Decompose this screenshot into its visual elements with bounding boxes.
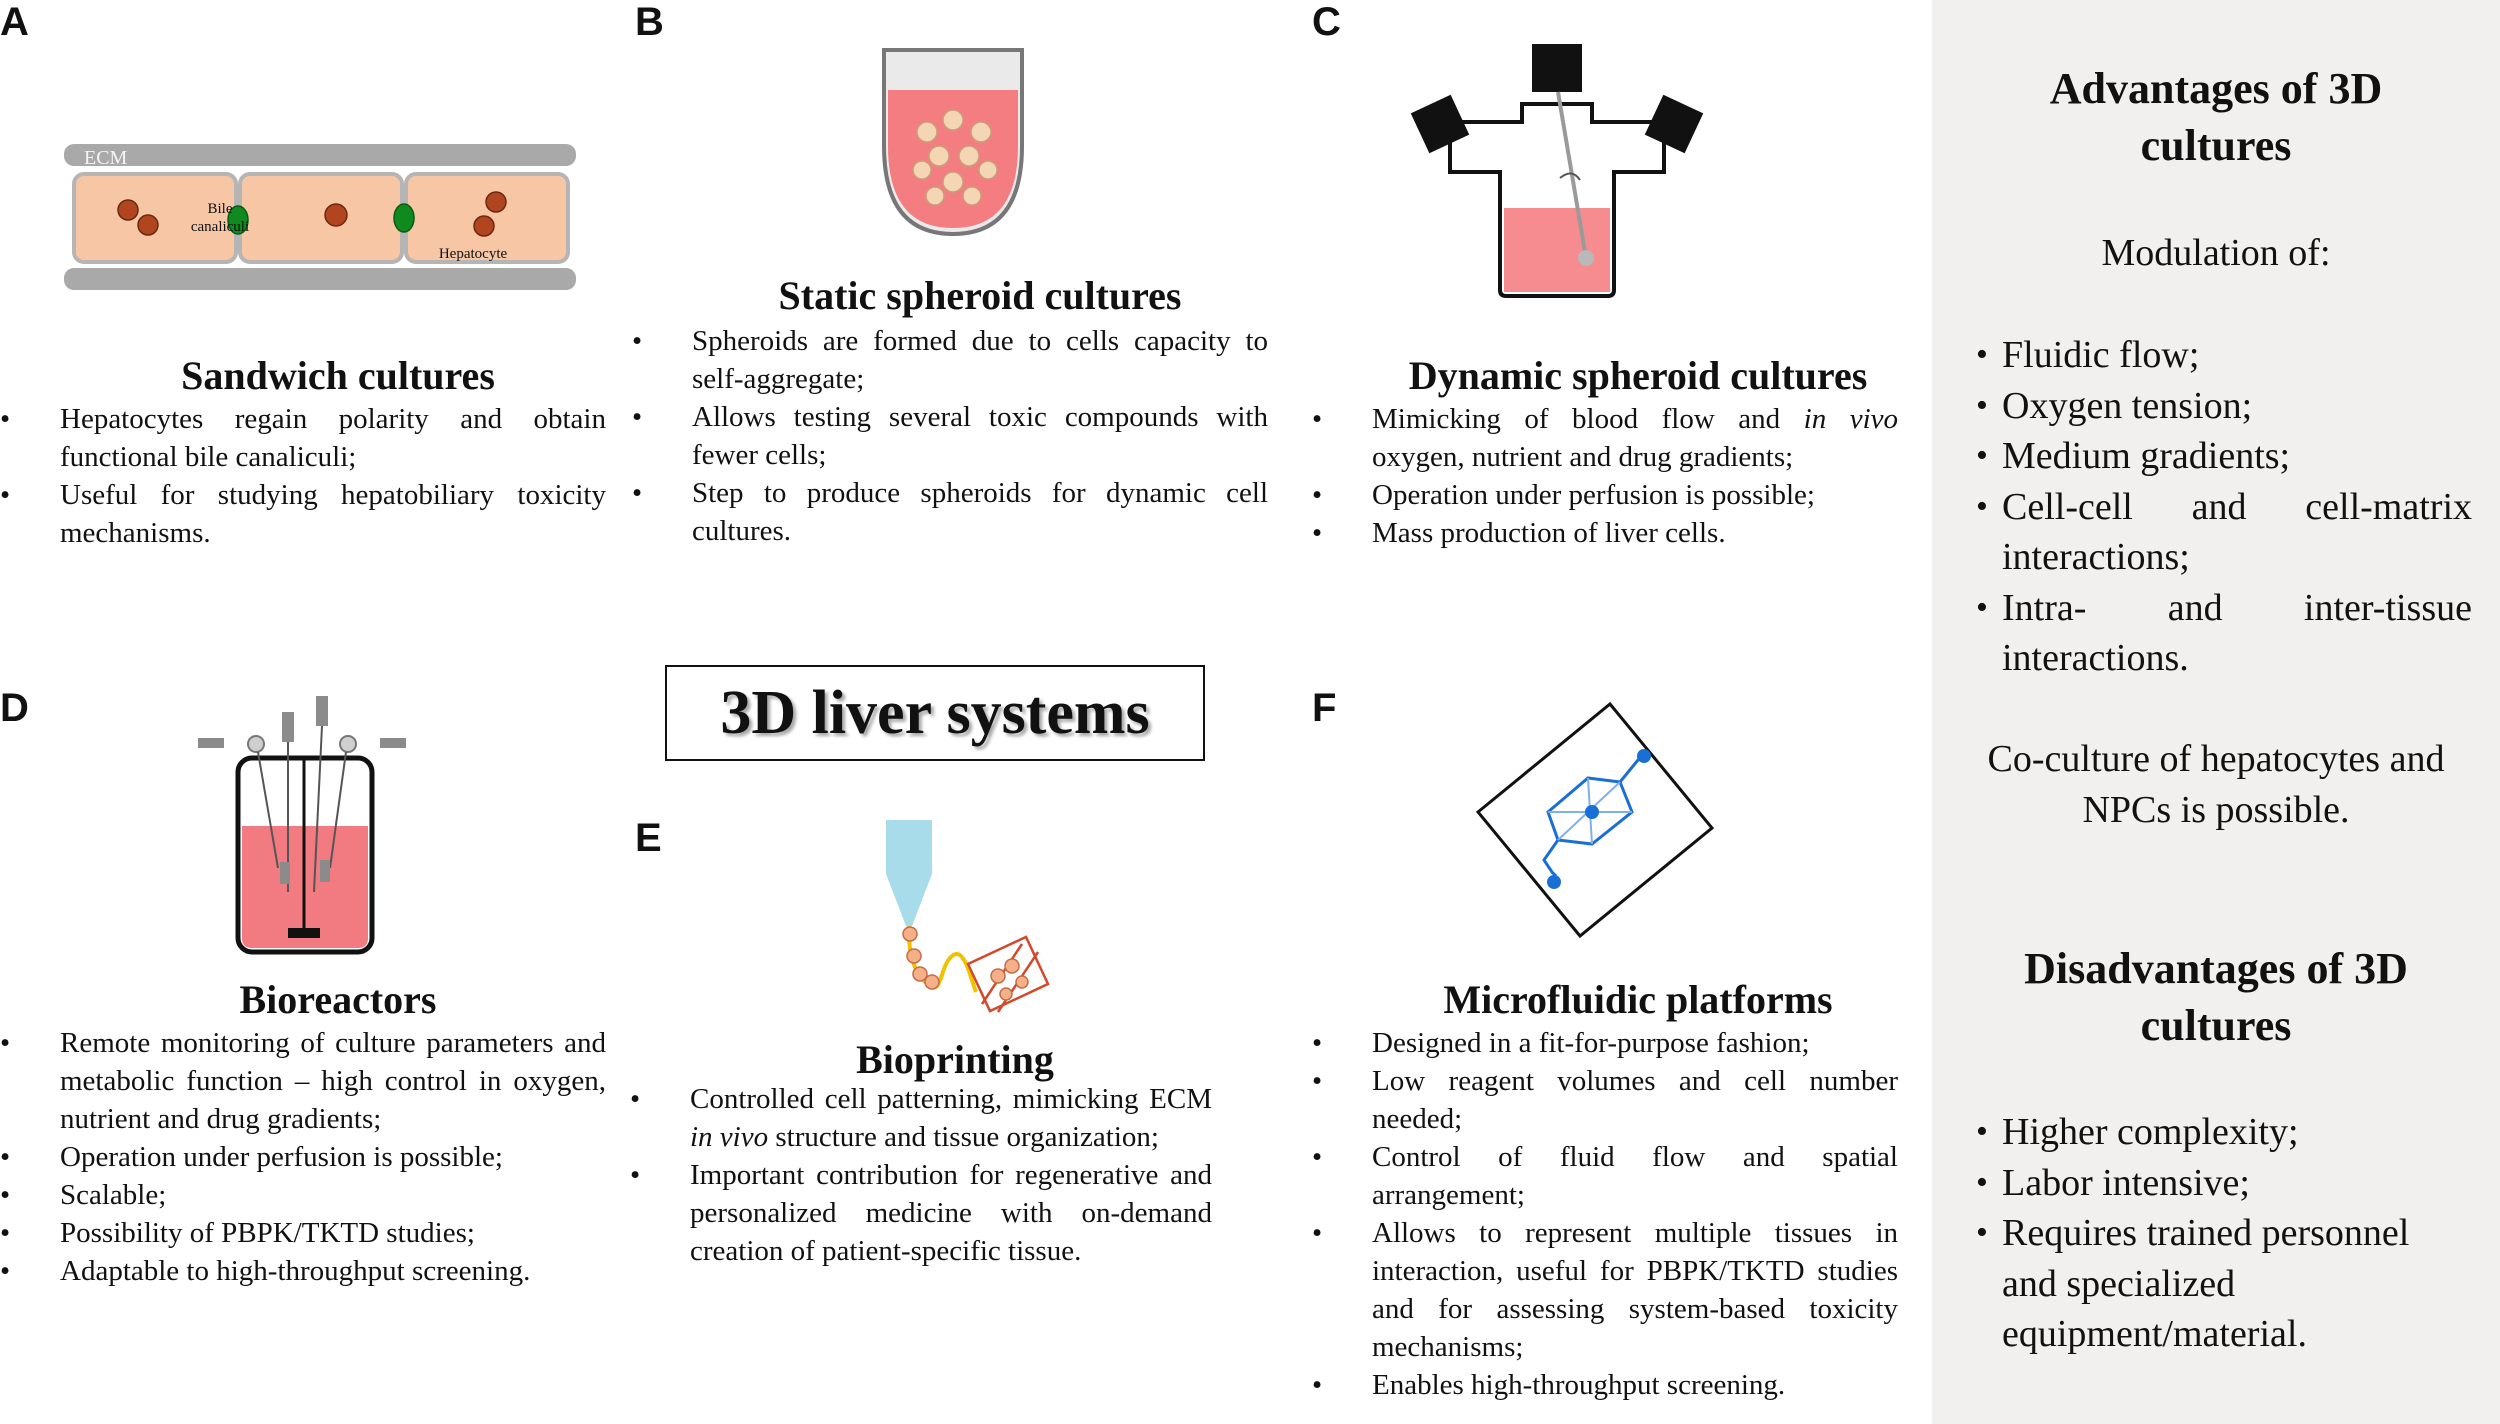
disadvantages-title: Disadvantages of 3D cultures — [2024, 944, 2408, 1050]
list-item: Possibility of PBPK/TKTD studies; — [0, 1214, 606, 1252]
list-item: Cell-cell and cell-matrix interactions; — [1932, 482, 2472, 583]
list-item: Allows to represent multiple tissues in … — [1312, 1214, 1898, 1366]
panel-a-bullets: Hepatocytes regain polarity and obtain f… — [0, 400, 606, 552]
list-item: Operation under perfusion is possible; — [1312, 476, 1898, 514]
panel-letter-e: E — [635, 816, 662, 860]
list-item: Operation under perfusion is possible; — [0, 1138, 606, 1176]
advantages-list: Fluidic flow; Oxygen tension; Medium gra… — [1932, 330, 2472, 684]
panel-b-bullets: Spheroids are formed due to cells capaci… — [632, 322, 1268, 550]
list-item: Control of fluid flow and spatial arrang… — [1312, 1138, 1898, 1214]
list-item: Higher complexity; — [1932, 1107, 2472, 1158]
hepatocyte-label: Hepatocyte — [439, 246, 508, 262]
disadvantages-list: Higher complexity; Labor intensive; Requ… — [1932, 1107, 2472, 1360]
list-item: Enables high-throughput screening. — [1312, 1366, 1898, 1404]
panel-a-title: Sandwich cultures — [181, 353, 495, 398]
panel-d-title: Bioreactors — [239, 977, 437, 1022]
list-item: Spheroids are formed due to cells capaci… — [632, 322, 1268, 398]
list-item: Intra- and inter-tissue interactions. — [1932, 583, 2472, 684]
spheroid-well-illustration — [882, 48, 1024, 237]
bioprinting-illustration — [886, 820, 1050, 1013]
list-item: Oxygen tension; — [1932, 381, 2472, 432]
advantages-sidebar: Advantages of 3D cultures Modulation of:… — [1932, 0, 2500, 1424]
panel-c-title: Dynamic spheroid cultures — [1408, 353, 1868, 398]
list-item: Labor intensive; — [1932, 1158, 2472, 1209]
panel-f-bullets: Designed in a fit-for-purpose fashion; L… — [1312, 1024, 1898, 1404]
sandwich-culture-illustration: ECM Bile canaliculi Hepatocyte — [64, 144, 576, 290]
list-item: Designed in a fit-for-purpose fashion; — [1312, 1024, 1898, 1062]
bioreactor-illustration — [198, 696, 406, 955]
coculture-note: Co-culture of hepatocytes and NPCs is po… — [1987, 738, 2445, 831]
list-item: Allows testing several toxic compounds w… — [632, 398, 1268, 474]
advantages-title: Advantages of 3D cultures — [2049, 64, 2383, 170]
panel-b-title: Static spheroid cultures — [778, 273, 1182, 318]
panel-e-bullets: Controlled cell patterning, mimicking EC… — [630, 1080, 1212, 1270]
list-item: Medium gradients; — [1932, 431, 2472, 482]
microfluidic-chip-illustration — [1475, 701, 1715, 939]
center-title-box: 3D liver systems — [665, 665, 1205, 761]
list-item: Controlled cell patterning, mimicking EC… — [630, 1080, 1212, 1156]
list-item: Important contribution for regenerative … — [630, 1156, 1212, 1270]
panel-letter-b: B — [635, 0, 664, 44]
panel-letter-c: C — [1312, 0, 1341, 44]
panel-c-bullets: Mimicking of blood flow and in vivo oxyg… — [1312, 400, 1898, 552]
list-item: Remote monitoring of culture parameters … — [0, 1024, 606, 1138]
bile-label: Bile — [208, 201, 233, 217]
panel-e-title: Bioprinting — [856, 1037, 1054, 1082]
list-item: Hepatocytes regain polarity and obtain f… — [0, 400, 606, 476]
panel-f-title: Microfluidic platforms — [1443, 977, 1833, 1022]
panel-d-bullets: Remote monitoring of culture parameters … — [0, 1024, 606, 1290]
list-item: Requires trained personnel and specializ… — [1932, 1208, 2472, 1360]
list-item: Fluidic flow; — [1932, 330, 2472, 381]
panel-letter-a: A — [0, 0, 29, 44]
list-item: Step to produce spheroids for dynamic ce… — [632, 474, 1268, 550]
ecm-label: ECM — [84, 147, 128, 169]
list-item: Mass production of liver cells. — [1312, 514, 1898, 552]
spinner-flask-illustration — [1410, 44, 1704, 298]
panel-letter-d: D — [0, 686, 29, 730]
modulation-label: Modulation of: — [2101, 232, 2331, 274]
list-item: Low reagent volumes and cell number need… — [1312, 1062, 1898, 1138]
list-item: Mimicking of blood flow and in vivo oxyg… — [1312, 400, 1898, 476]
canaliculi-label: canaliculi — [191, 219, 249, 235]
panel-letter-f: F — [1312, 686, 1337, 730]
list-item: Scalable; — [0, 1176, 606, 1214]
list-item: Adaptable to high-throughput screening. — [0, 1252, 606, 1290]
list-item: Useful for studying hepatobiliary toxici… — [0, 476, 606, 552]
